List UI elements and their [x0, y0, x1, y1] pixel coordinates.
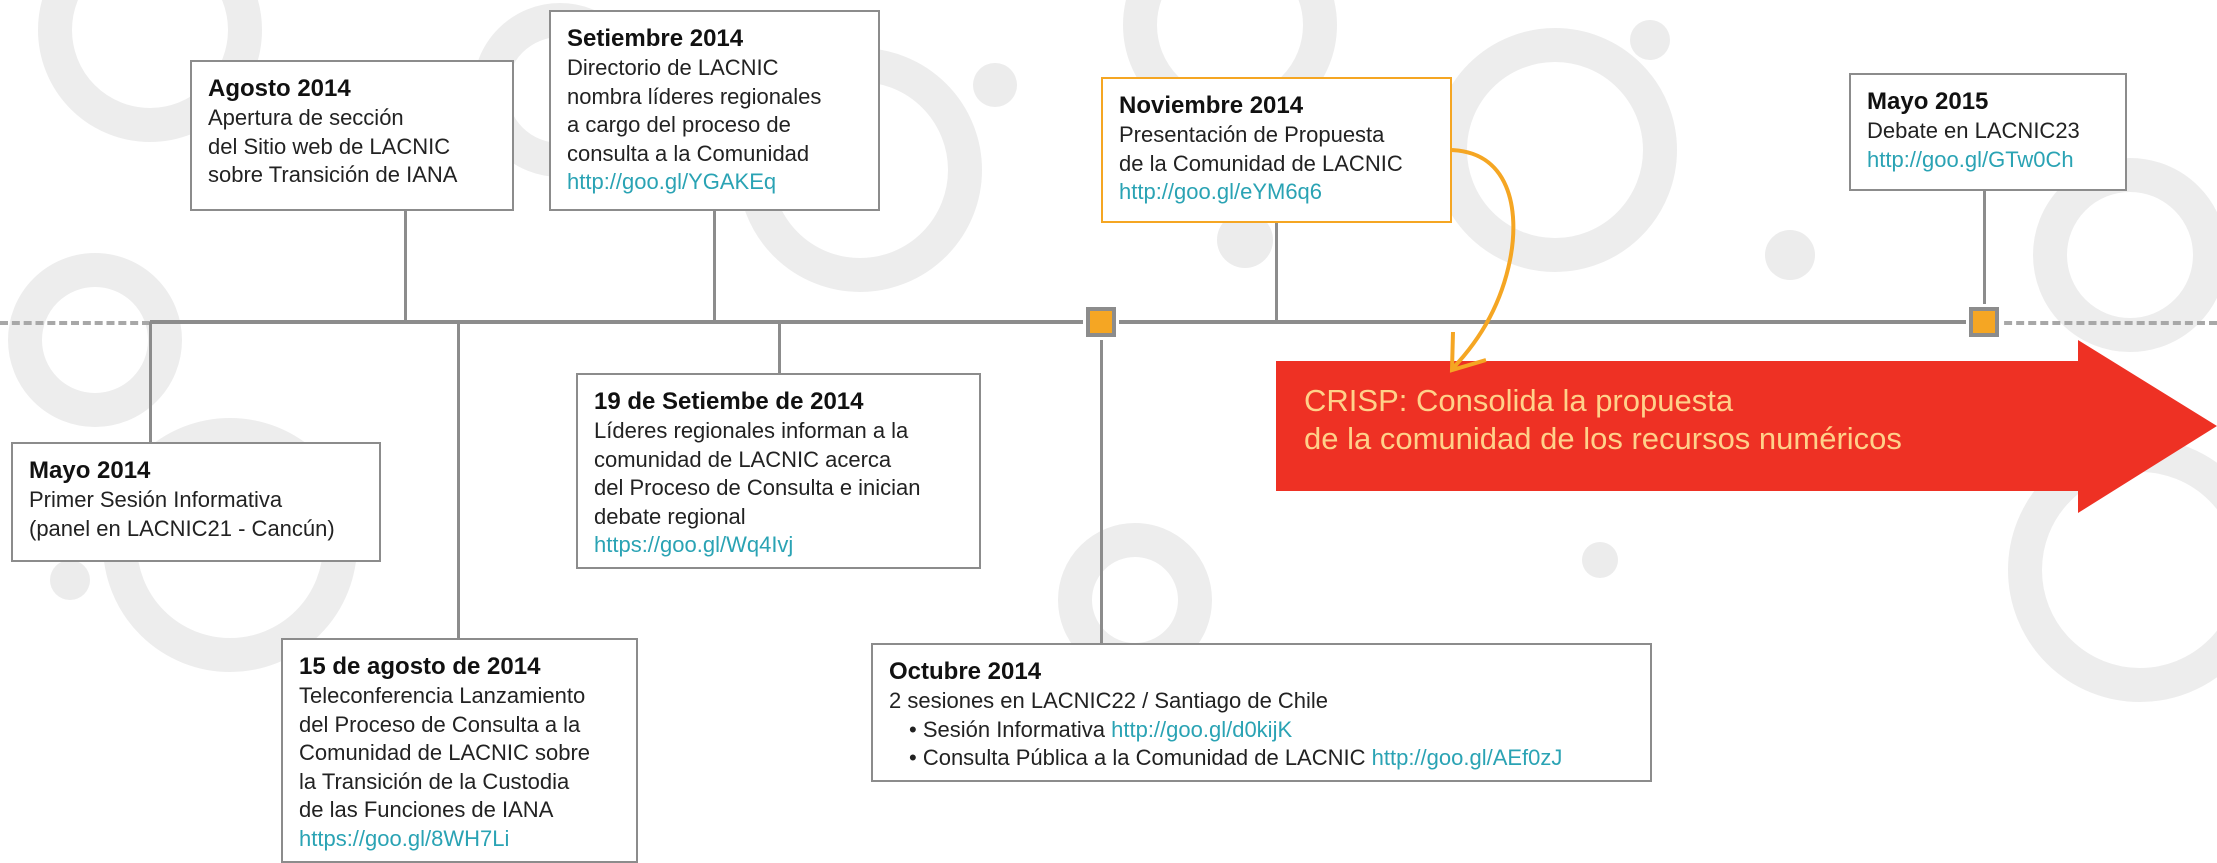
crisp-label: CRISP: Consolida la propuesta de la comu…: [1304, 382, 1902, 458]
event-text: Primer Sesión Informativa: [29, 487, 283, 512]
connector-mayo2014: [149, 322, 152, 444]
event-setiembre-2014: Setiembre 2014 Directorio de LACNIC nomb…: [549, 10, 880, 211]
event-title: Agosto 2014: [208, 75, 351, 102]
event-title: Noviembre 2014: [1119, 92, 1304, 119]
bullet-item: • Sesión Informativa http://goo.gl/d0kij…: [889, 716, 1634, 745]
connector-19setiembre: [778, 322, 781, 375]
crisp-arrow: [1276, 340, 2217, 513]
event-text: del Proceso de Consulta e inician: [594, 475, 921, 500]
event-text: Debate en LACNIC23: [1867, 118, 2080, 143]
marker-mayo2015: [1966, 304, 2002, 340]
event-title: Setiembre 2014: [567, 25, 744, 52]
bullet-item: • Consulta Pública a la Comunidad de LAC…: [889, 744, 1634, 773]
event-text: Directorio de LACNIC: [567, 55, 779, 80]
event-text: Presentación de Propuesta: [1119, 122, 1385, 147]
event-title: 19 de Setiembe de 2014: [594, 388, 864, 415]
event-link[interactable]: https://goo.gl/Wq4Ivj: [594, 532, 794, 557]
connector-agosto: [404, 210, 407, 322]
event-text: del Proceso de Consulta a la: [299, 711, 581, 737]
connector-setiembre: [713, 210, 716, 322]
event-link[interactable]: http://goo.gl/AEf0zJ: [1371, 745, 1563, 770]
event-link[interactable]: http://goo.gl/eYM6q6: [1119, 179, 1323, 204]
event-title: 15 de agosto de 2014: [299, 653, 541, 680]
connector-15agosto: [457, 322, 460, 640]
event-agosto-2014: Agosto 2014 Apertura de sección del Siti…: [190, 60, 514, 211]
connector-octubre: [1100, 335, 1103, 645]
event-link[interactable]: http://goo.gl/GTw0Ch: [1867, 146, 2074, 172]
event-text: nombra líderes regionales: [567, 83, 822, 109]
event-mayo-2015: Mayo 2015 Debate en LACNIC23 http://goo.…: [1849, 73, 2127, 191]
event-text: Líderes regionales informan a la: [594, 418, 909, 443]
timeline-axis: [150, 320, 1980, 324]
bullet-text: • Sesión Informativa: [909, 716, 1112, 742]
event-title: Mayo 2014: [29, 457, 151, 484]
bullet-text: • Consulta Pública a la Comunidad de LAC…: [909, 745, 1372, 770]
marker-octubre: [1083, 304, 1119, 340]
event-text: comunidad de LACNIC acerca: [594, 446, 892, 472]
event-text: Teleconferencia Lanzamiento: [299, 683, 586, 708]
timeline-dashed-right: [1980, 321, 2217, 325]
event-text: Apertura de sección: [208, 105, 404, 130]
event-text: del Sitio web de LACNIC: [208, 133, 451, 159]
connector-mayo2015: [1983, 190, 1986, 315]
event-text: (panel en LACNIC21 - Cancún): [29, 515, 335, 541]
event-text: de las Funciones de IANA: [299, 797, 554, 822]
crisp-name: CRISP:: [1304, 383, 1408, 418]
timeline-dashed-left: [0, 321, 150, 325]
event-text: de la Comunidad de LACNIC: [1119, 150, 1403, 176]
event-15-agosto-2014: 15 de agosto de 2014 Teleconferencia Lan…: [281, 638, 638, 863]
event-text: 2 sesiones en LACNIC22 / Santiago de Chi…: [889, 688, 1329, 713]
event-text: Comunidad de LACNIC sobre: [299, 740, 591, 765]
event-text: la Transición de la Custodia: [299, 768, 570, 794]
event-19-setiembre-2014: 19 de Setiembe de 2014 Líderes regionale…: [576, 373, 981, 569]
crisp-line2: de la comunidad de los recursos numérico…: [1304, 421, 1902, 456]
event-text: consulta a la Comunidad: [567, 140, 810, 166]
event-text: debate regional: [594, 503, 746, 529]
crisp-line1: Consolida la propuesta: [1407, 383, 1734, 418]
event-octubre-2014: Octubre 2014 2 sesiones en LACNIC22 / Sa…: [871, 643, 1652, 782]
event-link[interactable]: https://goo.gl/8WH7Li: [299, 825, 510, 851]
event-link[interactable]: http://goo.gl/d0kijK: [1111, 716, 1293, 742]
event-link[interactable]: http://goo.gl/YGAKEq: [567, 169, 777, 194]
event-mayo-2014: Mayo 2014 Primer Sesión Informativa (pan…: [11, 442, 381, 562]
event-noviembre-2014: Noviembre 2014 Presentación de Propuesta…: [1101, 77, 1452, 223]
event-text: a cargo del proceso de: [567, 112, 791, 137]
event-title: Octubre 2014: [889, 658, 1042, 685]
connector-noviembre: [1275, 222, 1278, 322]
event-text: sobre Transición de IANA: [208, 162, 458, 187]
event-title: Mayo 2015: [1867, 88, 1989, 115]
